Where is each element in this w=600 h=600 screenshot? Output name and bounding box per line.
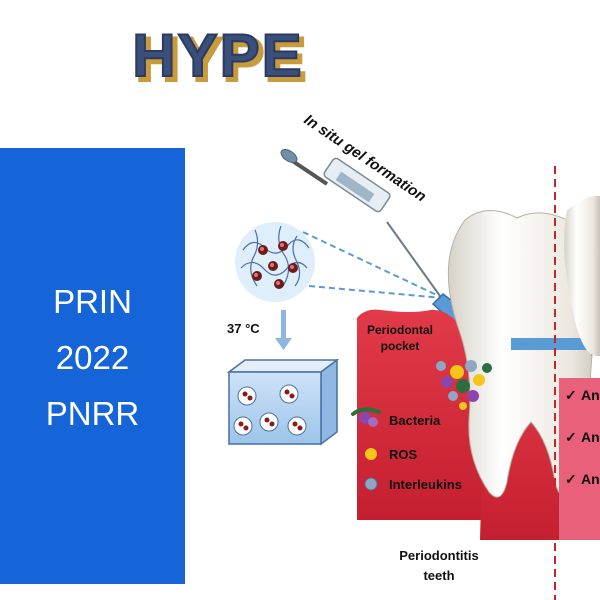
check-mark-icon: ✓ (565, 471, 577, 487)
panel-line-pnrr: PNRR (45, 395, 140, 432)
checklist-item-3: An (581, 471, 600, 487)
title-text: HYPE (132, 22, 303, 89)
pocket-label-line1: Periodontal (367, 323, 433, 337)
interleukin-dot-icon (364, 477, 378, 491)
hydrogel-network (235, 222, 315, 302)
checklist-item-2: An (581, 429, 600, 445)
caption-line2: teeth (423, 568, 454, 583)
side-panel: PRIN 2022 PNRR (0, 148, 185, 584)
check-mark-icon: ✓ (565, 387, 577, 403)
checklist-item-1: An (581, 387, 600, 403)
down-arrow-icon (275, 310, 292, 350)
pocket-label-line2: pocket (381, 339, 420, 353)
healthy-tooth-icon (564, 195, 600, 357)
dashed-connectors (302, 231, 444, 299)
panel-line-year: 2022 (55, 339, 130, 376)
gum-tissue (357, 309, 491, 520)
checklist: ✓ An ✓ An ✓ An (565, 387, 600, 487)
legend-label-interleukins: Interleukins (389, 477, 462, 492)
caption-line1: Periodontitis (399, 548, 478, 563)
legend: Bacteria ROS Interleukins (351, 407, 462, 492)
healthy-gum (559, 378, 600, 540)
legend-label-ros: ROS (389, 447, 418, 462)
title-logo: HYPE HYPE (131, 21, 307, 95)
bacteria-icon (351, 407, 381, 427)
bacteria-cluster (436, 360, 492, 410)
legend-label-bacteria: Bacteria (389, 413, 441, 428)
check-mark-icon: ✓ (565, 429, 577, 445)
ros-dot-icon (365, 448, 377, 460)
panel-line-prin: PRIN (53, 283, 132, 320)
hydrogel-cube (226, 358, 340, 446)
periodontitis-figure: In situ gel formation 37 °C (226, 111, 600, 600)
title-shadow: HYPE (136, 26, 307, 93)
temperature-label: 37 °C (227, 321, 260, 336)
